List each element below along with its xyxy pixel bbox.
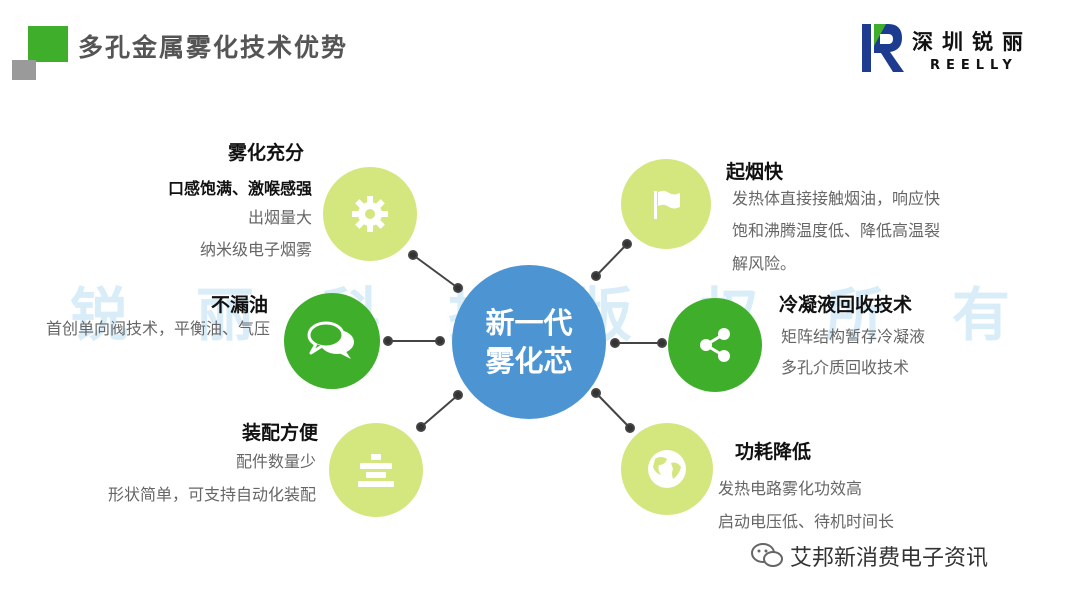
feature-line: 首创单向阀技术，平衡油、气压 xyxy=(45,319,270,338)
watermark-char: 锐 xyxy=(70,281,129,349)
icon-circle xyxy=(668,298,762,392)
feature-line: 配件数量少 xyxy=(235,452,316,471)
title-accent-square-gray xyxy=(12,60,36,80)
wechat-icon xyxy=(751,543,783,567)
icon-circle xyxy=(284,293,380,389)
reelly-logo-icon xyxy=(860,22,906,74)
center-line-2: 雾化芯 xyxy=(485,344,573,378)
feature-title: 装配方便 xyxy=(241,422,318,444)
footer-text: 艾邦新消费电子资讯 xyxy=(790,546,989,571)
footer-source: 艾邦新消费电子资讯 xyxy=(750,540,988,572)
feature-title: 不漏油 xyxy=(210,294,268,316)
page-title: 多孔金属雾化技术优势 xyxy=(78,33,349,62)
watermark-char: 丽 xyxy=(195,281,254,349)
feature-line: 启动电压低、待机时间长 xyxy=(718,512,895,531)
feature-line: 纳米级电子烟雾 xyxy=(199,240,312,259)
center-circle: 新一代 雾化芯 xyxy=(452,265,606,419)
gear-icon xyxy=(352,196,388,232)
icon-circle xyxy=(621,423,713,515)
feature-line: 多孔介质回收技术 xyxy=(781,358,910,377)
feature-title: 起烟快 xyxy=(726,161,784,183)
feature-line: 解风险。 xyxy=(732,254,797,273)
feature-line: 发热体直接接触烟油，响应快 xyxy=(732,189,941,208)
globe-icon xyxy=(648,450,686,488)
feature-line: 形状简单，可支持自动化装配 xyxy=(107,485,316,504)
title-accent-square xyxy=(28,26,68,62)
feature-line: 矩阵结构暂存冷凝液 xyxy=(781,327,926,346)
share-icon xyxy=(700,328,730,362)
flag-icon xyxy=(654,190,680,219)
logo-english-name: REELLY xyxy=(930,58,1018,73)
icon-circle xyxy=(329,423,423,517)
icon-circle xyxy=(621,159,711,249)
feature-title: 冷凝液回收技术 xyxy=(779,294,913,316)
feature-title: 功耗降低 xyxy=(735,441,812,463)
feature-line: 饱和沸腾温度低、降低高温裂 xyxy=(732,221,941,240)
feature-line: 发热电路雾化功效高 xyxy=(718,479,863,498)
center-line-1: 新一代 xyxy=(485,306,573,340)
icon-circle xyxy=(323,167,417,261)
feature-highlight: 口感饱满、激喉感强 xyxy=(167,179,312,198)
chat-bubbles-icon xyxy=(307,321,354,359)
watermark-char: 所 xyxy=(825,281,884,349)
watermark-char: 有 xyxy=(951,281,1010,349)
feature-line: 出烟量大 xyxy=(247,208,312,227)
stack-icon xyxy=(358,454,394,487)
feature-title: 雾化充分 xyxy=(227,142,304,164)
logo-chinese-name: 深圳锐丽 xyxy=(912,30,1032,54)
